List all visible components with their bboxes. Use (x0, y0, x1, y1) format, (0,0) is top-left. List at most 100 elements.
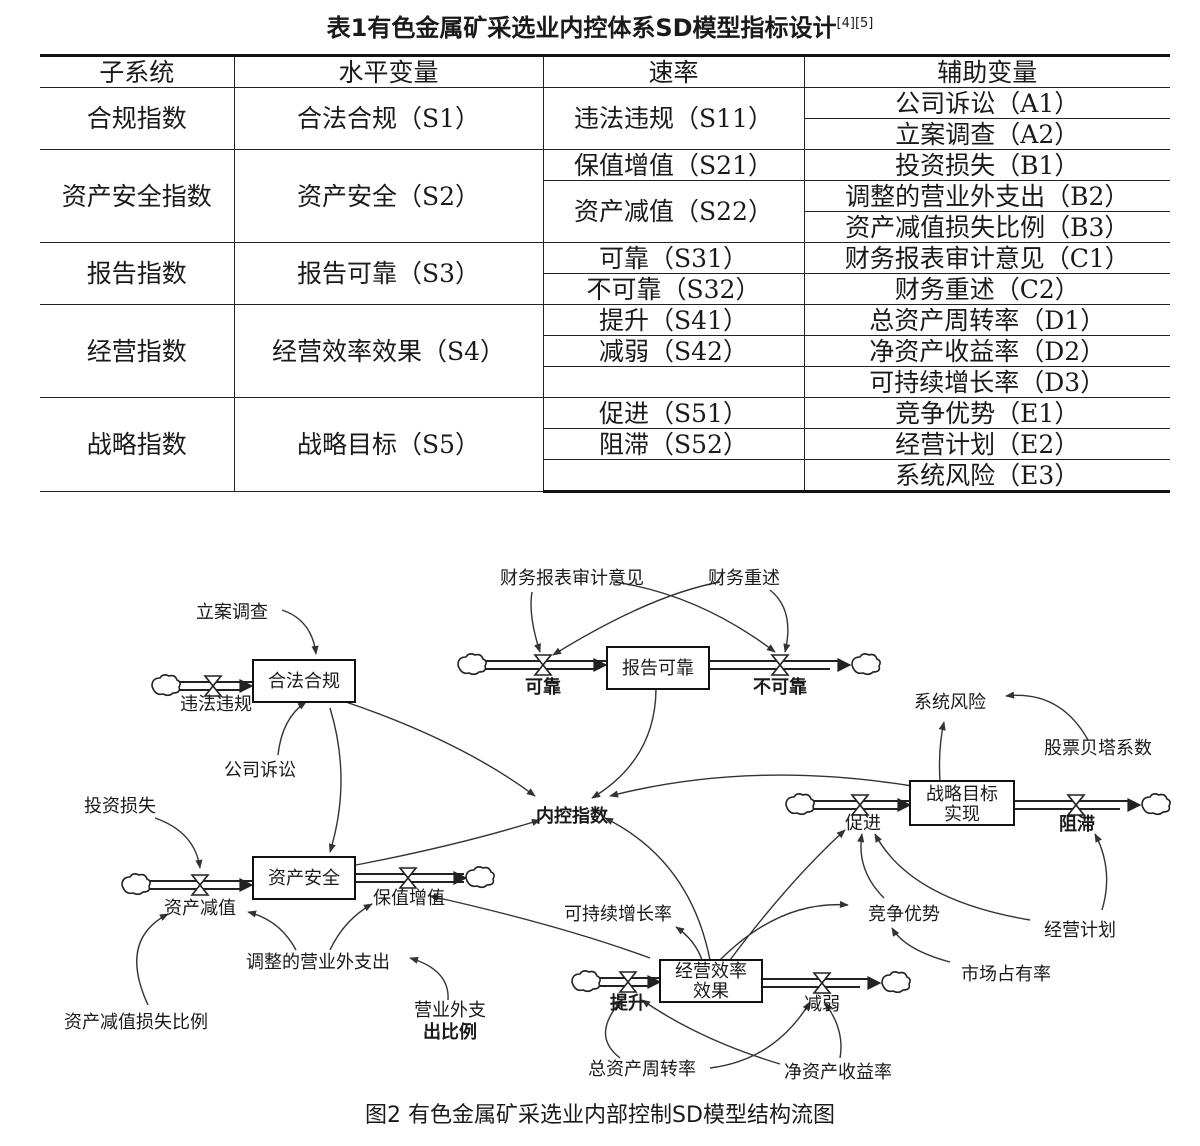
cloud-source-cujin (785, 793, 815, 816)
link-zhanyou-jingzheng (891, 927, 951, 963)
rate-cell: 保值增值（S21） (542, 149, 805, 181)
rate-cell: 促进（S51） (542, 397, 805, 429)
header-level: 水平变量 (233, 54, 544, 88)
flow-pipe-jianruo (762, 978, 870, 988)
sd-flow-diagram: 合法合规 资产安全 报告可靠 战略目标 实现 经营效率 效果 内控指数 违法违规… (64, 568, 1171, 1083)
stock-label-s2: 资产安全 (268, 868, 340, 889)
rate-cell: 提升（S41） (542, 304, 805, 336)
stock-label-s4-line1: 经营效率 (675, 961, 747, 982)
aux-label-yingye-line2: 出比例 (423, 1021, 477, 1043)
aux-label-lian: 立案调查 (196, 602, 268, 623)
cloud-sink-zuzhi (1141, 793, 1171, 816)
link-tiaozheng-baozhi (329, 903, 373, 951)
header-aux: 辅助变量 (803, 54, 1170, 88)
aux-cell: 资产减值损失比例（B3） (803, 211, 1170, 243)
link-zhouzhuan-tisheng (604, 999, 623, 1059)
aux-cell: 竞争优势（E1） (803, 397, 1170, 429)
subsystem-cell: 合规指数 (40, 87, 235, 150)
stock-box-s5 (909, 780, 1015, 826)
aux-cell: 总资产周转率（D1） (803, 304, 1170, 336)
valve-kekao (533, 654, 553, 676)
table-row: 战略指数 战略目标（S5） 促进（S51） 竞争优势（E1） (40, 397, 1170, 492)
rate-cell: 资产减值（S22） (542, 180, 805, 243)
stocks: 合法合规 资产安全 报告可靠 战略目标 实现 经营效率 效果 (252, 646, 1015, 1003)
valve-baozhi (398, 867, 418, 889)
table-row: 可持续增长率（D3） (40, 366, 1170, 398)
rate-cell (542, 366, 805, 398)
link-shenji-bukekao (614, 581, 776, 653)
link-s4-cujin (729, 829, 846, 961)
table-row: 合规指数 合法合规（S1） 违法违规（S11） 公司诉讼（A1） (40, 87, 1170, 150)
causal-links (136, 581, 1108, 1069)
link-bili-jianzhi (136, 913, 169, 1006)
stock-box-s3 (606, 646, 710, 690)
cloud-source-weifa (151, 674, 181, 697)
link-s4-center (604, 817, 711, 961)
valve-zuzhi (1066, 794, 1086, 816)
aux-label-fengxian: 系统风险 (914, 692, 986, 713)
level-cell: 合法合规（S1） (233, 87, 544, 150)
aux-cell: 立案调查（A2） (803, 118, 1170, 150)
link-susong-s1 (277, 701, 307, 756)
stock-label-s1: 合法合规 (268, 671, 340, 692)
valve-jianruo (812, 972, 832, 994)
cloud-source-tisheng (571, 970, 601, 993)
table-row: 资产减值（S22） 调整的营业外支出（B2） (40, 180, 1170, 243)
link-beita-fengxian (1005, 691, 1089, 741)
valves (190, 654, 1086, 994)
flow-pipe-bukekao (710, 660, 840, 670)
aux-cell: 财务重述（C2） (803, 273, 1170, 305)
link-zhouzhuan-jianruo (709, 1001, 811, 1069)
valve-jianzhi (190, 874, 210, 896)
rate-label-baozhi: 保值增值 (373, 888, 445, 909)
level-cell: 战略目标（S5） (233, 397, 544, 492)
link-chongshu-bukekao (769, 589, 791, 653)
rate-cell: 减弱（S42） (542, 335, 805, 367)
link-s5-fengxian (938, 721, 946, 783)
valve-cujin (850, 794, 870, 816)
level-cell: 资产安全（S2） (233, 149, 544, 243)
aux-label-beita: 股票贝塔系数 (1044, 738, 1152, 759)
link-yingye-tiaozheng (409, 956, 449, 1001)
aux-label-zhanyou: 市场占有率 (961, 964, 1051, 985)
link-touzi-jianzhi (154, 817, 203, 869)
rate-label-bukekao: 不可靠 (753, 677, 807, 698)
aux-label-shouyi: 净资产收益率 (784, 1062, 892, 1083)
stock-box-s1 (252, 659, 356, 703)
aux-label-kechixu: 可持续增长率 (564, 904, 672, 925)
level-cell: 经营效率效果（S4） (233, 304, 544, 398)
link-shouyi-jianruo (824, 1002, 842, 1059)
aux-label-tiaozheng: 调整的营业外支出 (246, 952, 390, 973)
clouds (121, 653, 1171, 994)
figure-caption: 图2 有色金属矿采选业内部控制SD模型结构流图 (365, 1103, 835, 1128)
cloud-sink-jianruo (881, 971, 911, 994)
aux-label-yingye-line1: 营业外支 (414, 1000, 486, 1021)
link-chongshu-kekao (552, 581, 721, 656)
aux-label-chongshu: 财务重述 (708, 568, 780, 589)
table-row: 不可靠（S32） 财务重述（C2） (40, 273, 1170, 305)
flow-pipe-zuzhi (1014, 800, 1130, 810)
table-row: 阻滞（S52） 经营计划（E2） (40, 428, 1170, 460)
aux-label-susong: 公司诉讼 (224, 760, 296, 781)
aux-label-shenji: 财务报表审计意见 (500, 568, 644, 589)
rate-label-jianruo: 减弱 (804, 994, 840, 1015)
rate-label-kekao: 可靠 (525, 677, 561, 698)
cloud-sink-bukekao (851, 653, 881, 676)
aux-label-jihua: 经营计划 (1044, 920, 1116, 941)
table-title-text: 表1有色金属矿采选业内控体系SD模型指标设计 (326, 14, 837, 42)
link-jingzheng-cujin (857, 833, 885, 899)
aux-label-touzi: 投资损失 (84, 796, 156, 817)
subsystem-cell: 报告指数 (40, 242, 235, 305)
valve-bukekao (770, 654, 790, 676)
rate-cell: 违法违规（S11） (542, 87, 805, 150)
stock-label-s4-line2: 效果 (693, 981, 729, 1002)
aux-label-jingzheng: 竞争优势 (868, 904, 940, 925)
link-shouyi-tisheng (641, 999, 781, 1065)
rate-label-weifa: 违法违规 (180, 694, 252, 715)
valve-weifa (203, 675, 223, 697)
stock-label-s5-line2: 实现 (944, 804, 980, 825)
link-jihua-cujin (874, 833, 1031, 921)
aux-cell: 投资损失（B1） (803, 149, 1170, 181)
stock-label-s5-line1: 战略目标 (926, 784, 998, 805)
table-row: 系统风险（E3） (40, 459, 1170, 493)
